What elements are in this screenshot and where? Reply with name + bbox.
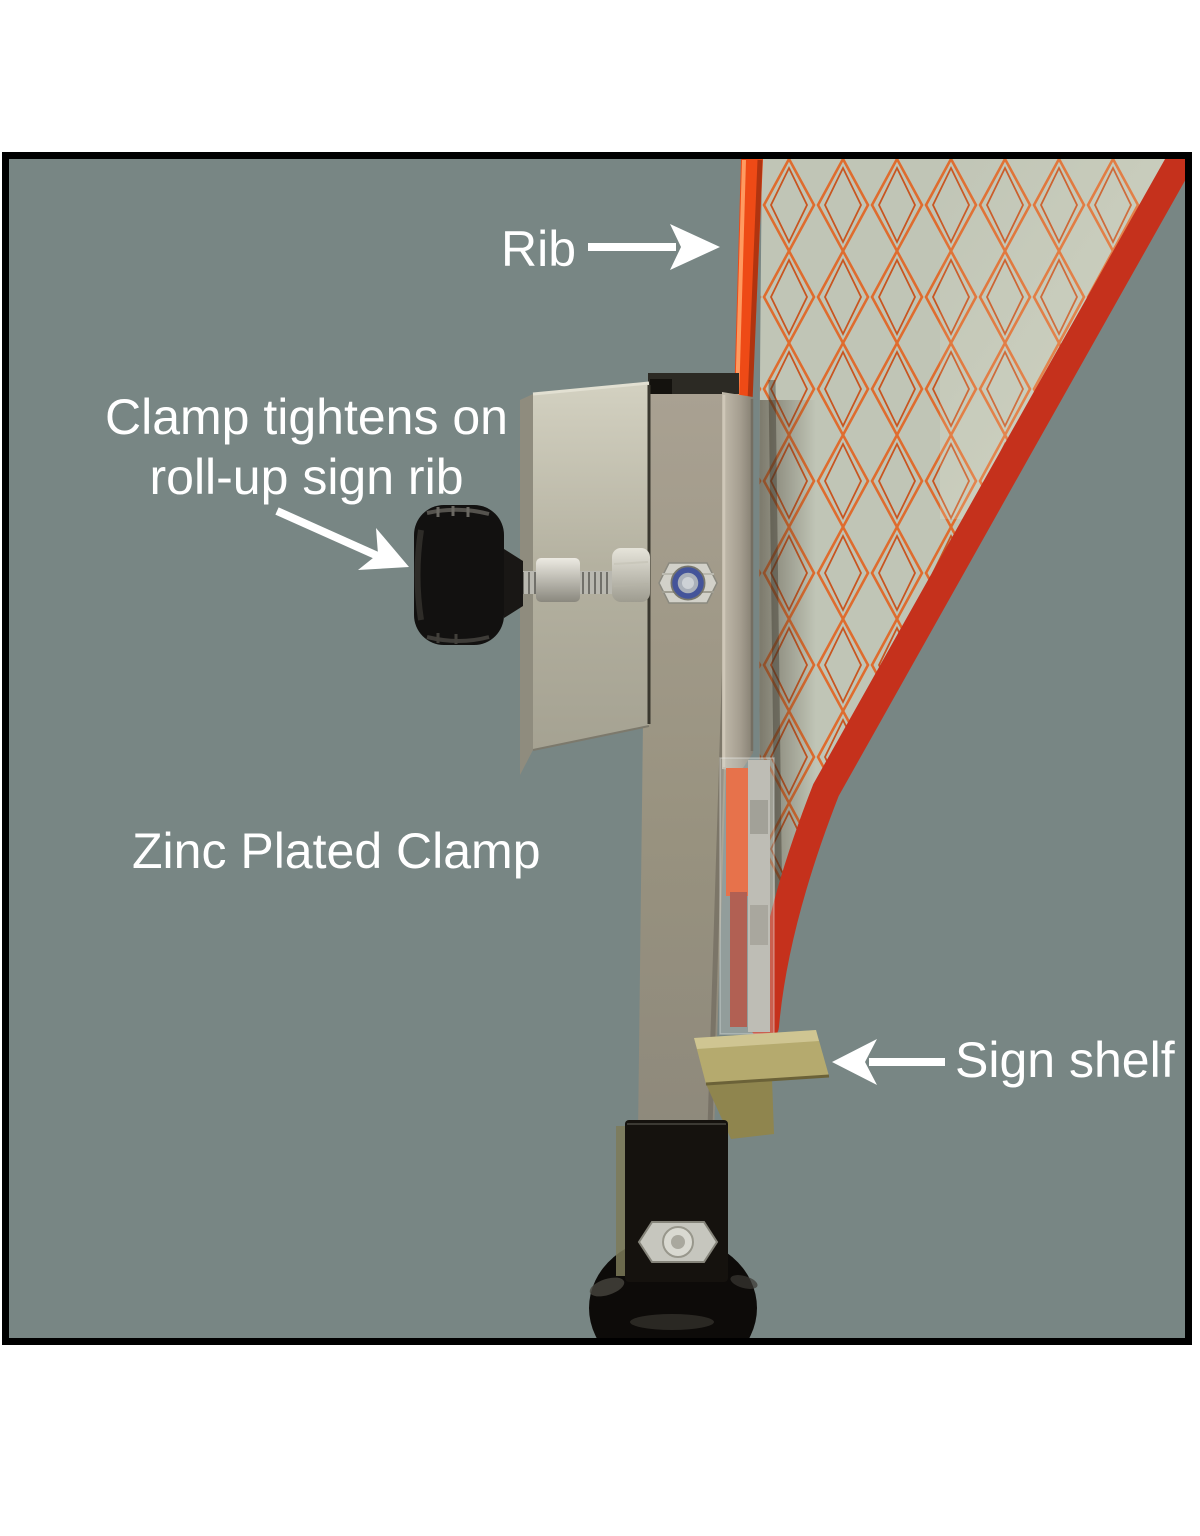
clamp-label-line2: roll-up sign rib <box>149 449 464 505</box>
photo-frame: Rib Clamp tightens on roll-up sign rib Z… <box>2 152 1192 1345</box>
clamp-label-line1: Clamp tightens on <box>104 389 508 445</box>
clamp-plate <box>520 381 651 775</box>
arrow-right-icon <box>588 224 720 270</box>
base-hex-bolt <box>637 1221 719 1263</box>
lock-nut <box>658 562 718 604</box>
roll-up-sign-mesh <box>751 159 1185 1040</box>
rib-channel-flange <box>722 392 754 771</box>
rib-shape <box>734 159 763 403</box>
bolt-spacer <box>536 558 580 602</box>
clamp-bolt <box>518 548 650 602</box>
rib-lower-sleeve <box>719 757 775 1035</box>
sign-shelf-shape <box>694 1030 830 1139</box>
arrow-left-icon <box>832 1039 945 1085</box>
photo-artwork <box>275 159 1185 1338</box>
rib-label: Rib <box>501 221 577 277</box>
clamp-label: Clamp tightens on roll-up sign rib <box>99 387 514 507</box>
tightening-knob <box>414 505 523 645</box>
sign-shelf-label: Sign shelf <box>955 1032 1175 1088</box>
arrow-down-right-icon <box>275 507 409 570</box>
base-assembly <box>589 1120 758 1338</box>
bolt-head <box>612 548 650 602</box>
zinc-plated-clamp-label: Zinc Plated Clamp <box>132 823 541 879</box>
